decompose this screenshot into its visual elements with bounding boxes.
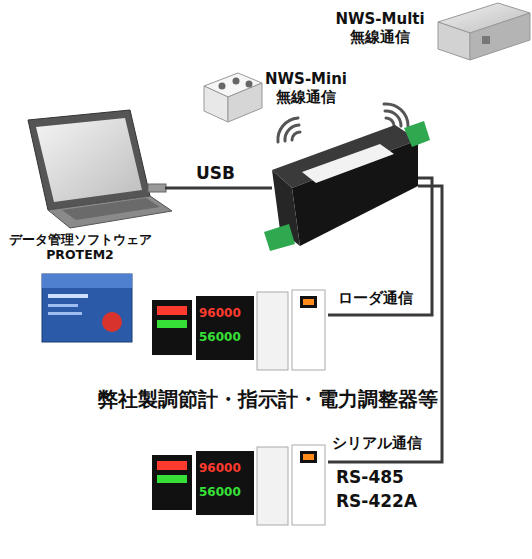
nws-mini-device-part (246, 81, 253, 88)
software-package-part (42, 274, 132, 288)
software-package-part (48, 304, 78, 307)
software-package (42, 274, 132, 342)
controller-group-upper-part (157, 306, 187, 315)
software-package-part (48, 312, 82, 315)
controller-group-lower-part (257, 447, 288, 525)
nws-multi-device-part (438, 22, 470, 60)
node-label: NWS-Multi 無線通信 (328, 10, 432, 46)
interface-name: RS-485 (336, 468, 404, 488)
nws-multi-device-part (470, 13, 530, 60)
laptop-part (62, 198, 160, 220)
converter-unit-part (302, 144, 394, 183)
software-package-part (102, 312, 122, 332)
controller-group-lower-part (300, 451, 317, 463)
laptop-part (28, 110, 150, 210)
laptop-part (148, 184, 166, 192)
nws-mini-node: NWS-Mini 無線通信 (198, 68, 264, 126)
controller-group-lower-part (157, 461, 187, 470)
controller-group-upper-part (152, 300, 192, 355)
nws-multi-device (438, 3, 530, 60)
cable-line (328, 178, 432, 315)
controller-group-lower-part (303, 454, 314, 460)
controller-group-upper-part (157, 320, 187, 328)
nws-mini-device-part (228, 83, 262, 122)
controller-group-upper-part (292, 290, 325, 370)
nws-multi-device-part (482, 36, 490, 44)
connection-label: USB (196, 164, 235, 184)
wireless-waves-part (278, 118, 298, 142)
converter-node (272, 120, 418, 250)
controller-group-upper-part (257, 292, 288, 370)
wireless-waves-part (385, 111, 401, 126)
controller-group-upper-part (303, 299, 314, 305)
controller-group-upper (152, 290, 325, 370)
nws-mini-device-part (219, 83, 226, 90)
wireless-waves-part (285, 125, 299, 141)
software-package-part (48, 294, 88, 298)
controller-group-lower (152, 445, 325, 525)
cable-line (165, 187, 272, 190)
converter-unit-part (292, 140, 418, 246)
cable-line (328, 186, 442, 462)
nws-mini-device-part (233, 78, 240, 85)
laptop-part (48, 196, 172, 228)
laptop-node: データ管理ソフトウェア PROTEM2 (20, 108, 165, 232)
connection-label: ローダ通信 (338, 290, 413, 307)
connection-label: シリアル通信 (332, 435, 422, 452)
nws-mini-device (204, 73, 262, 122)
controller-group-lower-part (157, 475, 187, 483)
controller-group-lower-part (292, 445, 325, 525)
wireless-waves-part (386, 118, 394, 126)
converter-unit (264, 121, 430, 251)
controller-group-lower-part (196, 451, 254, 515)
laptop (28, 110, 172, 228)
nws-multi-node: NWS-Multi 無線通信 (432, 0, 530, 62)
display-value: 56000 (199, 331, 241, 345)
controller-group-upper-part (300, 296, 317, 308)
node-label: 弊社製調節計・指示計・電力調整器等 (78, 388, 458, 411)
controller-group-lower-part (152, 455, 192, 510)
wireless-waves-part (384, 104, 408, 126)
nws-mini-device-part (204, 86, 228, 122)
display-value: 96000 (199, 307, 241, 321)
converter-unit-part (264, 224, 295, 251)
display-value: 56000 (199, 486, 241, 500)
node-label: NWS-Mini 無線通信 (260, 70, 352, 106)
controller-group-upper-part (196, 296, 254, 360)
software-package-part (42, 274, 132, 342)
converter-unit-part (404, 121, 430, 147)
wireless-waves-part (292, 132, 300, 140)
laptop-part (36, 118, 142, 202)
display-value: 96000 (199, 462, 241, 476)
interface-name: RS-422A (336, 492, 417, 512)
node-label: データ管理ソフトウェア PROTEM2 (0, 232, 160, 262)
